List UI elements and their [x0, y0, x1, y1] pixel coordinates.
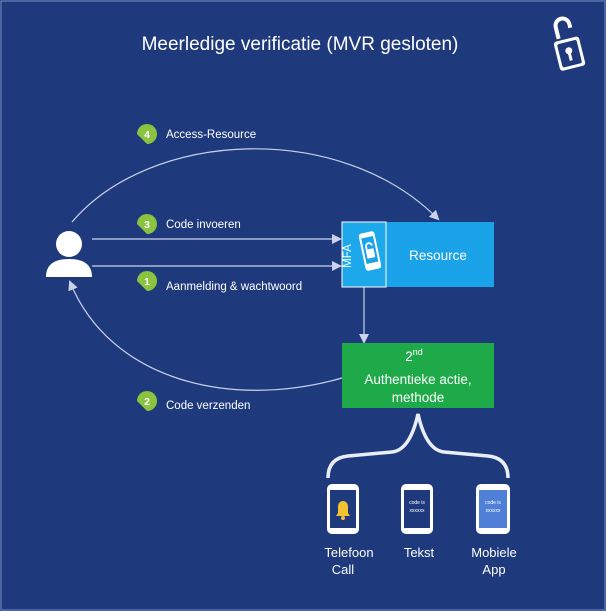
open-padlock-icon — [553, 16, 586, 71]
device-app-label2: App — [482, 562, 505, 577]
diagram-title: Meerledige verificatie (MVR gesloten) — [142, 34, 459, 55]
step4-arc — [71, 148, 440, 223]
app-code-line2: xxxxxx — [486, 508, 502, 514]
phone-lock-icon — [358, 231, 382, 271]
sms-code-icon: code is xxxxxx — [409, 500, 425, 514]
step2-badge: 2 — [137, 391, 157, 411]
step2-arc — [68, 280, 343, 391]
sms-code-line1: code is — [409, 500, 425, 506]
second-factor-ordinal: 2nd — [405, 347, 423, 364]
step4-label: Access-Resource — [166, 129, 256, 141]
step1-label: Aanmelding & wachtwoord — [166, 281, 302, 293]
sms-code-line2: xxxxxx — [410, 508, 426, 514]
app-code-icon: code is xxxxxx — [485, 500, 501, 514]
bell-icon — [336, 501, 350, 520]
second-factor-ordinal-base: 2 — [405, 349, 413, 364]
device-brace — [326, 413, 510, 479]
step1-badge: 1 — [137, 271, 157, 291]
device-phone-label1: Telefoon — [324, 545, 373, 560]
user-icon — [46, 231, 92, 277]
second-factor-ordinal-suffix: nd — [413, 347, 423, 357]
resource-box: MFA Resource — [341, 221, 494, 288]
svg-text:4: 4 — [144, 129, 150, 141]
step3-label: Code invoeren — [166, 219, 241, 231]
device-text: code is xxxxxx — [401, 484, 433, 534]
app-code-line1: code is — [485, 500, 501, 506]
second-factor-line1: Authentieke actie, — [364, 372, 471, 387]
device-phone-label2: Call — [332, 562, 355, 577]
svg-text:2: 2 — [144, 396, 150, 408]
svg-text:3: 3 — [144, 219, 150, 231]
second-factor-box: 2nd Authentieke actie, methode — [342, 343, 494, 408]
step2-label: Code verzenden — [166, 400, 250, 412]
resource-label: Resource — [409, 248, 467, 263]
svg-text:1: 1 — [144, 276, 150, 288]
device-phone — [327, 484, 359, 534]
device-app: code is xxxxxx — [476, 484, 510, 534]
mfa-tab-label: MFA — [342, 244, 354, 268]
device-text-label1: Tekst — [404, 545, 435, 560]
step4-badge: 4 — [137, 124, 157, 144]
second-factor-line2: methode — [392, 390, 445, 405]
device-app-label1: Mobiele — [471, 545, 517, 560]
step3-badge: 3 — [137, 214, 157, 234]
